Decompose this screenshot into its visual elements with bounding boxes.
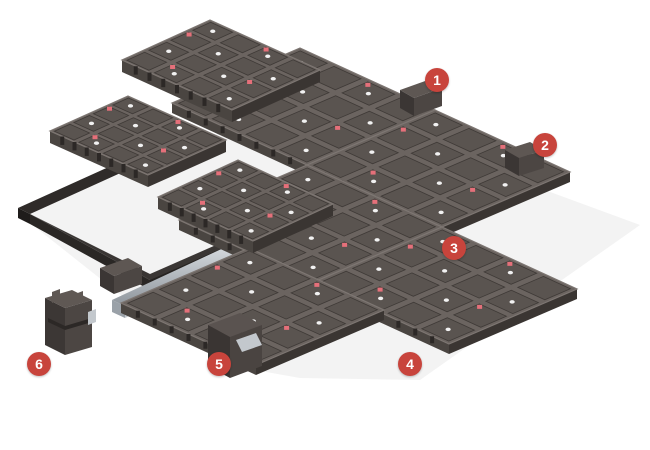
loose-tray-middle	[156, 159, 335, 253]
detached-connector	[45, 289, 96, 355]
callout-1: 1	[425, 68, 449, 92]
loose-tray-left	[48, 95, 228, 187]
loose-tray-top	[120, 19, 322, 122]
connector-block-left	[100, 258, 142, 294]
loose-trays	[48, 19, 335, 253]
callout-6: 6	[27, 352, 51, 376]
callout-5: 5	[207, 352, 231, 376]
callout-2: 2	[533, 133, 557, 157]
callout-4: 4	[398, 352, 422, 376]
callout-3: 3	[442, 236, 466, 260]
